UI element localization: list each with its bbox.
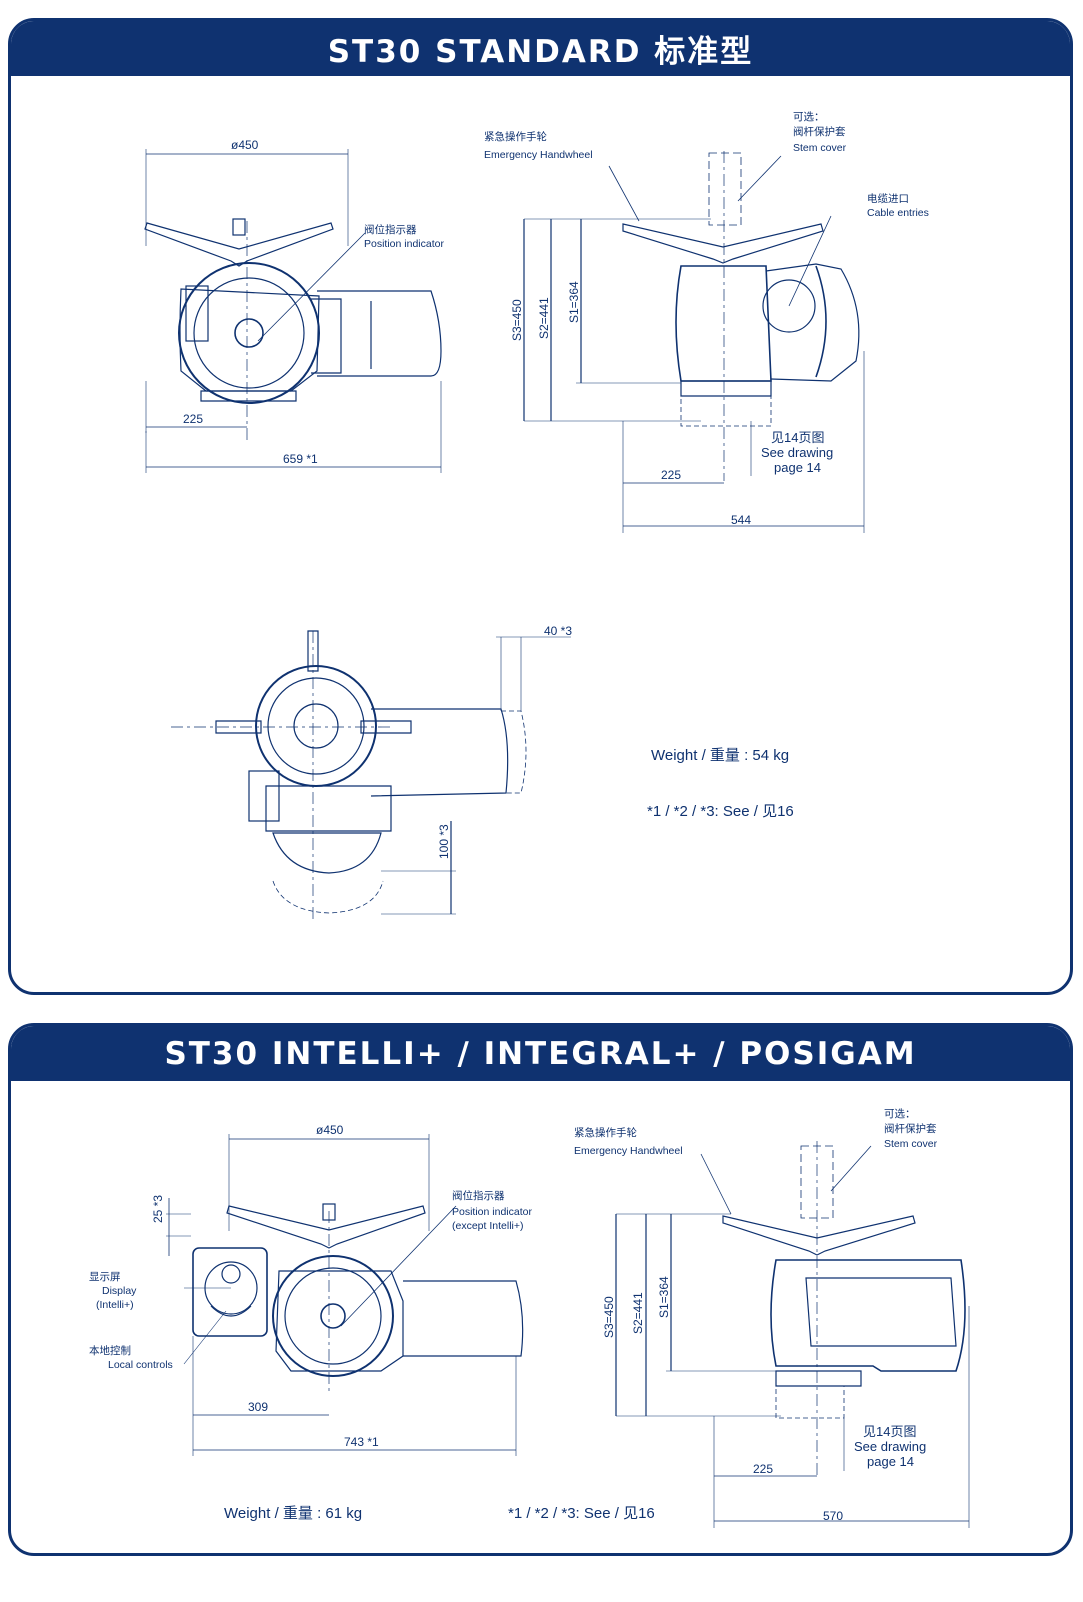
position-indicator-en: Position indicator <box>364 238 444 250</box>
stem-cover-en: Stem cover <box>793 142 847 154</box>
dim-s2: S2=441 <box>537 297 551 339</box>
dim-25: 25 *3 <box>151 1195 165 1223</box>
intelli-drawing: ø450 25 *3 阀位指示器 Position indicator (exc… <box>89 1107 970 1528</box>
local-controls-en: Local controls <box>108 1359 173 1371</box>
display-intelli: (Intelli+) <box>96 1299 134 1311</box>
optional-cn: 可选： <box>793 110 825 123</box>
diameter-label: ø450 <box>231 138 259 152</box>
position-indicator-except: (except Intelli+) <box>452 1220 524 1232</box>
footnote-standard: *1 / *2 / *3: See / 见16 <box>647 803 794 820</box>
stem-cover-cn: 阀杆保护套 <box>884 1122 937 1135</box>
dim-s3: S3=450 <box>510 299 524 341</box>
panel-title: ST30 STANDARD 标准型 <box>11 21 1070 76</box>
dim-100: 100 *3 <box>437 824 451 859</box>
diameter-label: ø450 <box>316 1123 344 1137</box>
optional-cn: 可选： <box>884 1107 916 1120</box>
weight-standard: Weight / 重量 : 54 kg <box>651 747 789 764</box>
standard-drawing: ø450 阀位指示器 Position indicator 225 659 *1… <box>144 110 929 921</box>
dim-s3: S3=450 <box>602 1296 616 1338</box>
see-drawing-en: See drawing <box>854 1439 926 1454</box>
panel-intelli: ST30 INTELLI+ / INTEGRAL+ / POSIGAM <box>8 1023 1073 1556</box>
dim-40: 40 *3 <box>544 624 572 638</box>
handwheel-en: Emergency Handwheel <box>484 149 593 161</box>
stem-cover-cn: 阀杆保护套 <box>793 125 846 138</box>
panel-standard: ST30 STANDARD 标准型 <box>8 18 1073 995</box>
dim-309: 309 <box>248 1400 268 1414</box>
position-indicator-en: Position indicator <box>452 1206 532 1218</box>
top-view-actuator <box>166 1134 524 1456</box>
see-drawing-en: See drawing <box>761 445 833 460</box>
dim-743: 743 *1 <box>344 1435 379 1449</box>
display-cn: 显示屏 <box>89 1271 121 1283</box>
panel-title: ST30 INTELLI+ / INTEGRAL+ / POSIGAM <box>11 1026 1070 1081</box>
top-view-actuator <box>144 149 442 473</box>
weight-intelli: Weight / 重量 : 61 kg <box>224 1505 362 1522</box>
local-controls-cn: 本地控制 <box>89 1344 131 1357</box>
see-drawing-page: page 14 <box>867 1454 914 1469</box>
dim-s1: S1=364 <box>657 1276 671 1318</box>
dim-s2: S2=441 <box>631 1292 645 1334</box>
dim-570: 570 <box>823 1509 843 1523</box>
dim-544: 544 <box>731 513 751 527</box>
display-en: Display <box>102 1285 137 1297</box>
footnote-intelli: *1 / *2 / *3: See / 见16 <box>508 1505 655 1522</box>
see-drawing-cn: 见14页图 <box>771 430 824 445</box>
dim-s1: S1=364 <box>567 281 581 323</box>
cable-entries-cn: 电缆进口 <box>867 192 909 205</box>
position-indicator-cn: 阀位指示器 <box>364 223 417 236</box>
position-indicator-cn: 阀位指示器 <box>452 1189 505 1202</box>
dim-659: 659 *1 <box>283 452 318 466</box>
side-view-actuator <box>615 1141 970 1528</box>
stem-cover-en: Stem cover <box>884 1138 938 1150</box>
see-drawing-cn: 见14页图 <box>863 1424 916 1439</box>
handwheel-cn: 紧急操作手轮 <box>574 1126 637 1139</box>
handwheel-en: Emergency Handwheel <box>574 1145 683 1157</box>
dim-225: 225 <box>753 1462 773 1476</box>
dim-225-side: 225 <box>661 468 681 482</box>
side-view-actuator <box>523 151 865 533</box>
bottom-view-actuator <box>171 630 571 921</box>
dim-225-top: 225 <box>183 412 203 426</box>
handwheel-cn: 紧急操作手轮 <box>484 130 547 143</box>
cable-entries-en: Cable entries <box>867 207 929 219</box>
see-drawing-page: page 14 <box>774 460 821 475</box>
